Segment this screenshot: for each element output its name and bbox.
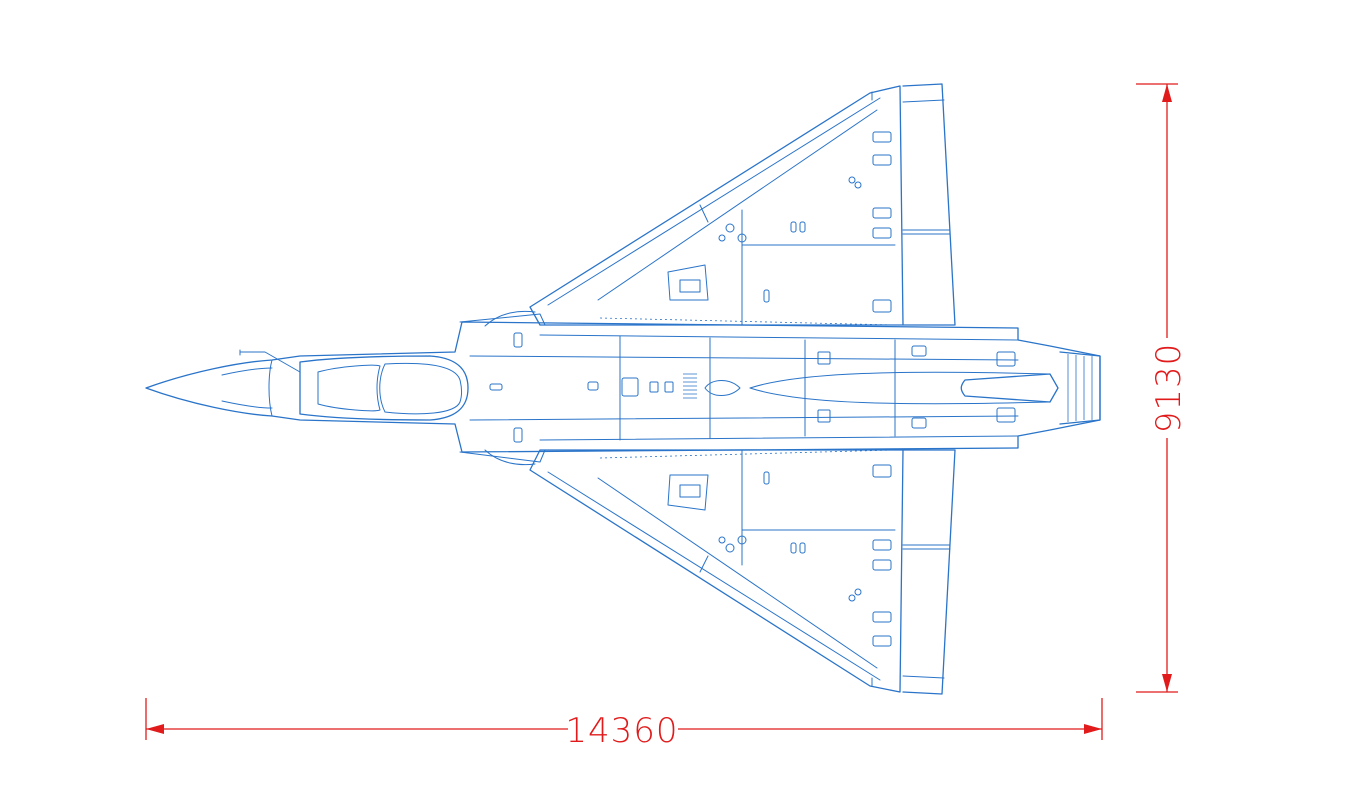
length-dimension: 14360 — [145, 698, 1103, 751]
span-arrow-top — [1162, 84, 1172, 102]
fuselage — [145, 310, 1101, 466]
span-dimension: 9130 — [1136, 83, 1189, 693]
aircraft-plan-view — [145, 83, 1101, 695]
span-arrow-bottom — [1162, 674, 1172, 692]
upper-wing — [529, 83, 956, 326]
lower-wing — [529, 449, 956, 695]
length-value: 14360 — [565, 711, 678, 751]
length-arrow-right — [1084, 724, 1102, 734]
span-value: 9130 — [1149, 343, 1189, 434]
length-arrow-left — [146, 724, 164, 734]
